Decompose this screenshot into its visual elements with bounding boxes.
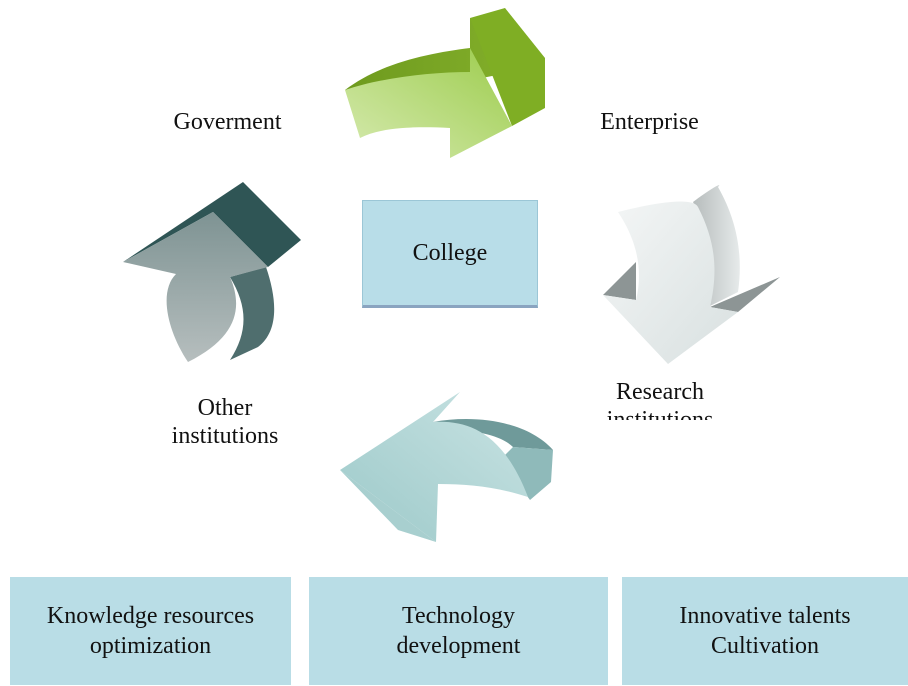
research-label-line2: institutions <box>606 407 714 420</box>
college-box: College <box>362 200 538 308</box>
dark-curved-arrow <box>123 182 301 362</box>
other-institutions-label: Other institutions <box>140 394 310 446</box>
other-label-line2: institutions <box>171 423 279 446</box>
research-label-line1: Research <box>616 379 704 405</box>
box-line2: development <box>396 633 521 659</box>
green-curved-arrow <box>345 8 545 158</box>
innovative-talents-box: Innovative talents Cultivation <box>622 577 908 685</box>
box-line1: Technology <box>402 603 515 629</box>
box-line1: Knowledge resources <box>46 603 255 629</box>
white-curved-arrow <box>603 185 780 364</box>
technology-development-box: Technology development <box>309 577 608 685</box>
enterprise-label: Enterprise <box>600 109 699 135</box>
box-line2: Cultivation <box>711 633 819 659</box>
government-label: Goverment <box>173 109 282 135</box>
college-label: College <box>412 240 488 266</box>
box-line2: optimization <box>89 633 212 659</box>
teal-curved-arrow <box>340 392 553 542</box>
box-line1: Innovative talents <box>679 603 851 629</box>
research-institutions-label: Research institutions <box>575 378 745 420</box>
knowledge-resources-box: Knowledge resources optimization <box>10 577 291 685</box>
other-label-line1: Other <box>197 395 253 421</box>
